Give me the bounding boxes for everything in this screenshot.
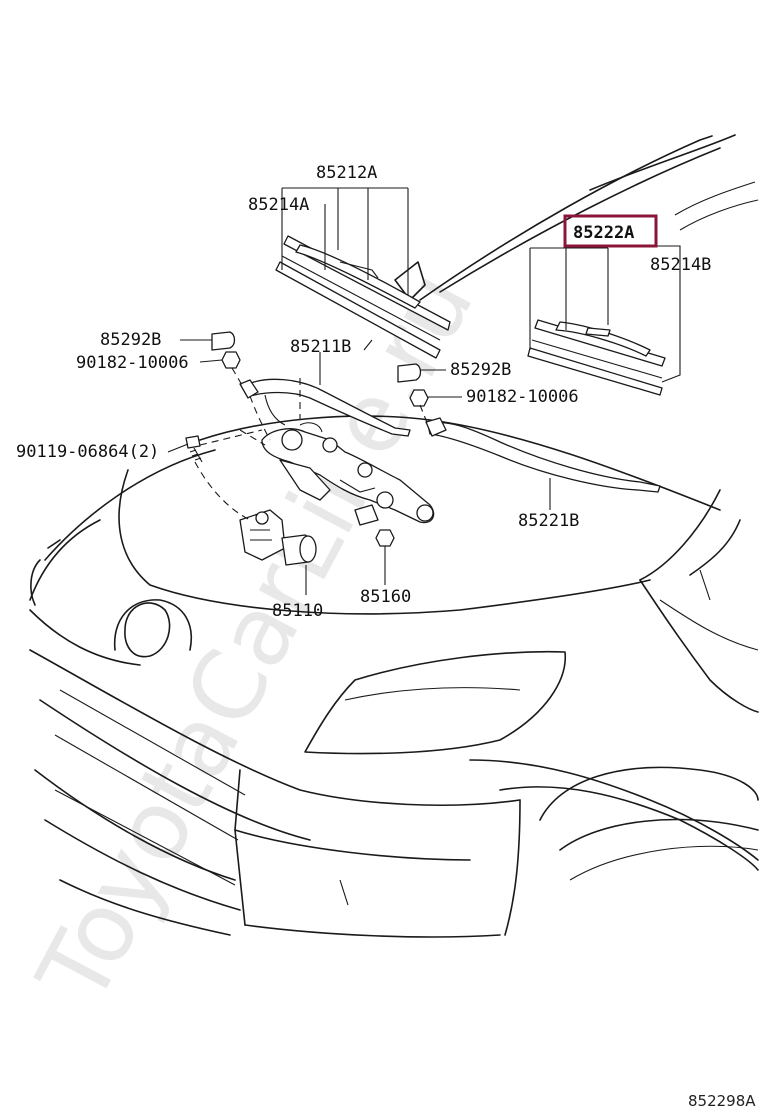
wiper-linkage [261, 422, 435, 526]
label-85110[interactable]: 85110 [272, 601, 323, 621]
part-labels: 85212A 85214A 85222A 85214B 85292B 90182… [16, 163, 711, 621]
label-90119-06864[interactable]: 90119-06864(2) [16, 442, 159, 462]
wiper-blade-right [527, 319, 666, 396]
label-85221B[interactable]: 85221B [518, 511, 579, 531]
label-85222A[interactable]: 85222A [573, 223, 634, 243]
diagram-code: 852298A [688, 1092, 756, 1110]
pivot-cap-right [397, 363, 422, 383]
label-85160[interactable]: 85160 [360, 587, 411, 607]
car-body-outline [29, 134, 759, 938]
label-90182-10006-right[interactable]: 90182-10006 [466, 387, 579, 407]
mounting-bolt [185, 435, 203, 463]
leader-lines [167, 187, 681, 595]
nut-right [409, 389, 429, 407]
highlight-box-85222A [563, 214, 658, 248]
assembly-dashed-lines [194, 367, 429, 521]
label-85292B-right[interactable]: 85292B [450, 360, 511, 380]
wiper-arm-right [425, 417, 661, 493]
label-85214B[interactable]: 85214B [650, 255, 711, 275]
pivot-cap-left [211, 331, 236, 351]
wiper-motor [239, 509, 317, 566]
label-90182-10006-left[interactable]: 90182-10006 [76, 353, 189, 373]
label-85212A[interactable]: 85212A [316, 163, 377, 183]
label-85214A[interactable]: 85214A [248, 195, 309, 215]
label-85292B-left[interactable]: 85292B [100, 330, 161, 350]
nut-left [221, 351, 241, 369]
linkage-nut [375, 529, 395, 547]
label-85211B[interactable]: 85211B [290, 337, 351, 357]
wiper-arm-left [239, 378, 411, 437]
